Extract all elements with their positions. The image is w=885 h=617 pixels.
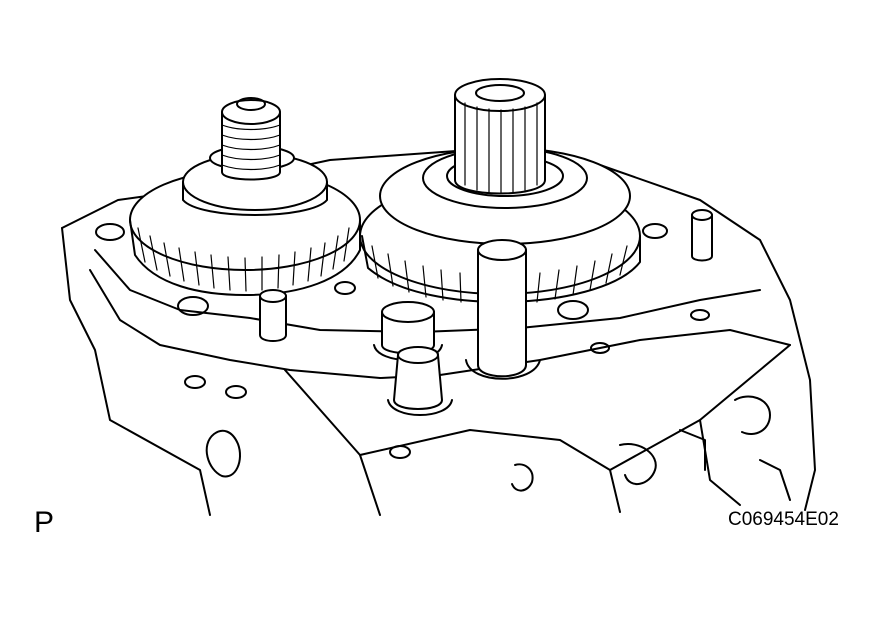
view-label: P (34, 506, 55, 539)
figure-code: C069454E02 (728, 509, 839, 530)
shift-shaft (465, 239, 541, 380)
splined-shaft (454, 78, 546, 195)
dowel-pins (259, 209, 713, 342)
left-threaded-shaft (221, 97, 281, 181)
left-gear (129, 145, 361, 296)
detent-plugs (373, 301, 453, 416)
